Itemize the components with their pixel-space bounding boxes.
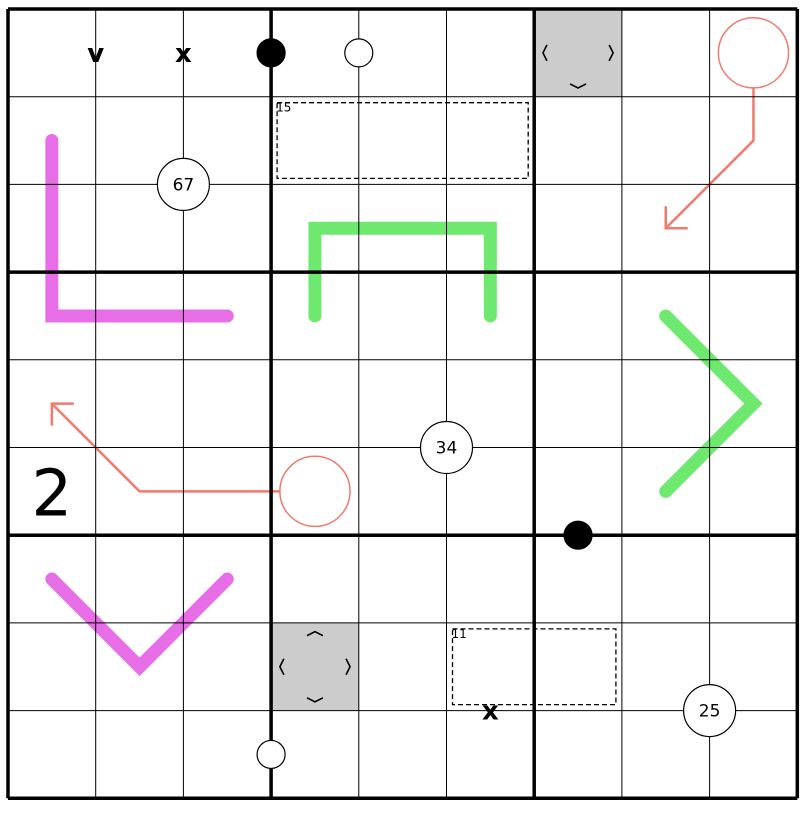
cell-r2c5[interactable] [358, 96, 447, 185]
grid-layer [6, 7, 800, 801]
cell-r5c4[interactable] [271, 359, 359, 448]
cell-r5c8[interactable] [621, 359, 710, 448]
markers-layer: 2 v x x 67 34 25 [31, 38, 737, 770]
cell-r7c6[interactable] [446, 535, 535, 623]
cell-r4c7[interactable] [534, 272, 622, 360]
cell-r6c7[interactable] [534, 447, 622, 536]
cell-r7c5[interactable] [358, 535, 447, 623]
quad-circle [156, 157, 210, 211]
cage-sum-label: 15 [276, 101, 291, 115]
cell-r3c9[interactable] [709, 184, 798, 273]
given-digit: 2 [31, 457, 72, 531]
xv-marker-x: x [175, 39, 192, 69]
cell-r2c6[interactable] [446, 96, 535, 185]
quad-circle-label: 25 [699, 702, 721, 722]
cell-r6c1[interactable] [8, 447, 96, 536]
magenta-line [45, 134, 234, 323]
killer-cage [276, 102, 529, 180]
green-line [308, 221, 497, 323]
cell-r1c6[interactable] [446, 9, 535, 97]
shaded-layer [271, 9, 622, 711]
chevron-left-icon [542, 44, 548, 62]
cell-r1c3[interactable] [183, 9, 272, 97]
cell-r1c2[interactable] [95, 9, 184, 97]
cell-r6c9[interactable] [709, 447, 798, 536]
cell-r1c1[interactable] [8, 9, 96, 97]
white-dot [256, 739, 286, 770]
cell-r8c5[interactable] [358, 622, 447, 711]
cell-r8c3[interactable] [183, 622, 272, 711]
quad-circle-label: 34 [436, 439, 458, 459]
xv-marker-x: x [482, 697, 499, 727]
xv-marker-v: v [87, 39, 104, 69]
magenta-line [45, 572, 234, 676]
chevron-right-icon [345, 658, 351, 676]
chevron-down-icon [306, 697, 324, 703]
cell-r4c5[interactable] [358, 272, 447, 360]
cell-r8c1[interactable] [8, 622, 96, 711]
cell-r2c7[interactable] [534, 96, 622, 185]
cell-r1c8[interactable] [621, 9, 710, 97]
black-dot [563, 520, 593, 550]
cell-r4c9[interactable] [709, 272, 798, 360]
shaded-cell [534, 9, 622, 97]
cell-r2c8[interactable] [621, 96, 710, 185]
cell-r9c2[interactable] [95, 710, 184, 799]
arrow-shaft [664, 87, 755, 230]
cell-r1c5[interactable] [358, 9, 447, 97]
cell-r9c4[interactable] [271, 710, 359, 799]
cell-r8c6[interactable] [446, 622, 535, 711]
quad-circle [682, 683, 737, 738]
cell-r7c9[interactable] [709, 535, 798, 623]
green-line [659, 309, 763, 498]
cell-r8c7[interactable] [534, 622, 622, 711]
quad-circle [419, 420, 474, 475]
chevron-right-icon [608, 44, 615, 62]
cell-r5c2[interactable] [95, 359, 184, 448]
cell-r7c7[interactable] [534, 535, 622, 623]
chevron-left-icon [278, 658, 285, 676]
black-dot [256, 38, 286, 68]
arrow-head-icon [664, 206, 688, 230]
arrow-head-icon [50, 402, 74, 426]
chevron-up-icon [306, 630, 324, 637]
cell-r5c3[interactable] [183, 359, 272, 448]
cell-r1c4[interactable] [271, 9, 359, 97]
cell-r5c7[interactable] [534, 359, 622, 448]
cells-layer [8, 9, 798, 799]
cell-r2c4[interactable] [271, 96, 359, 185]
cell-r7c8[interactable] [621, 535, 710, 623]
cell-r3c7[interactable] [534, 184, 622, 273]
cell-r9c3[interactable] [183, 710, 272, 799]
shaded-cell [271, 622, 359, 711]
cell-r7c2[interactable] [95, 535, 184, 623]
arrow-bulb [279, 455, 351, 528]
cage-sum-label: 11 [452, 627, 467, 641]
chevron-down-icon [569, 83, 587, 89]
white-dot [344, 38, 374, 68]
quad-circle-label: 67 [173, 175, 195, 195]
arrow-bulb [717, 17, 790, 89]
cell-r7c4[interactable] [271, 535, 359, 623]
cell-r9c1[interactable] [8, 710, 96, 799]
arrow-shaft [50, 402, 280, 493]
cell-r9c7[interactable] [534, 710, 622, 799]
cell-r9c6[interactable] [446, 710, 535, 799]
cell-r9c5[interactable] [358, 710, 447, 799]
